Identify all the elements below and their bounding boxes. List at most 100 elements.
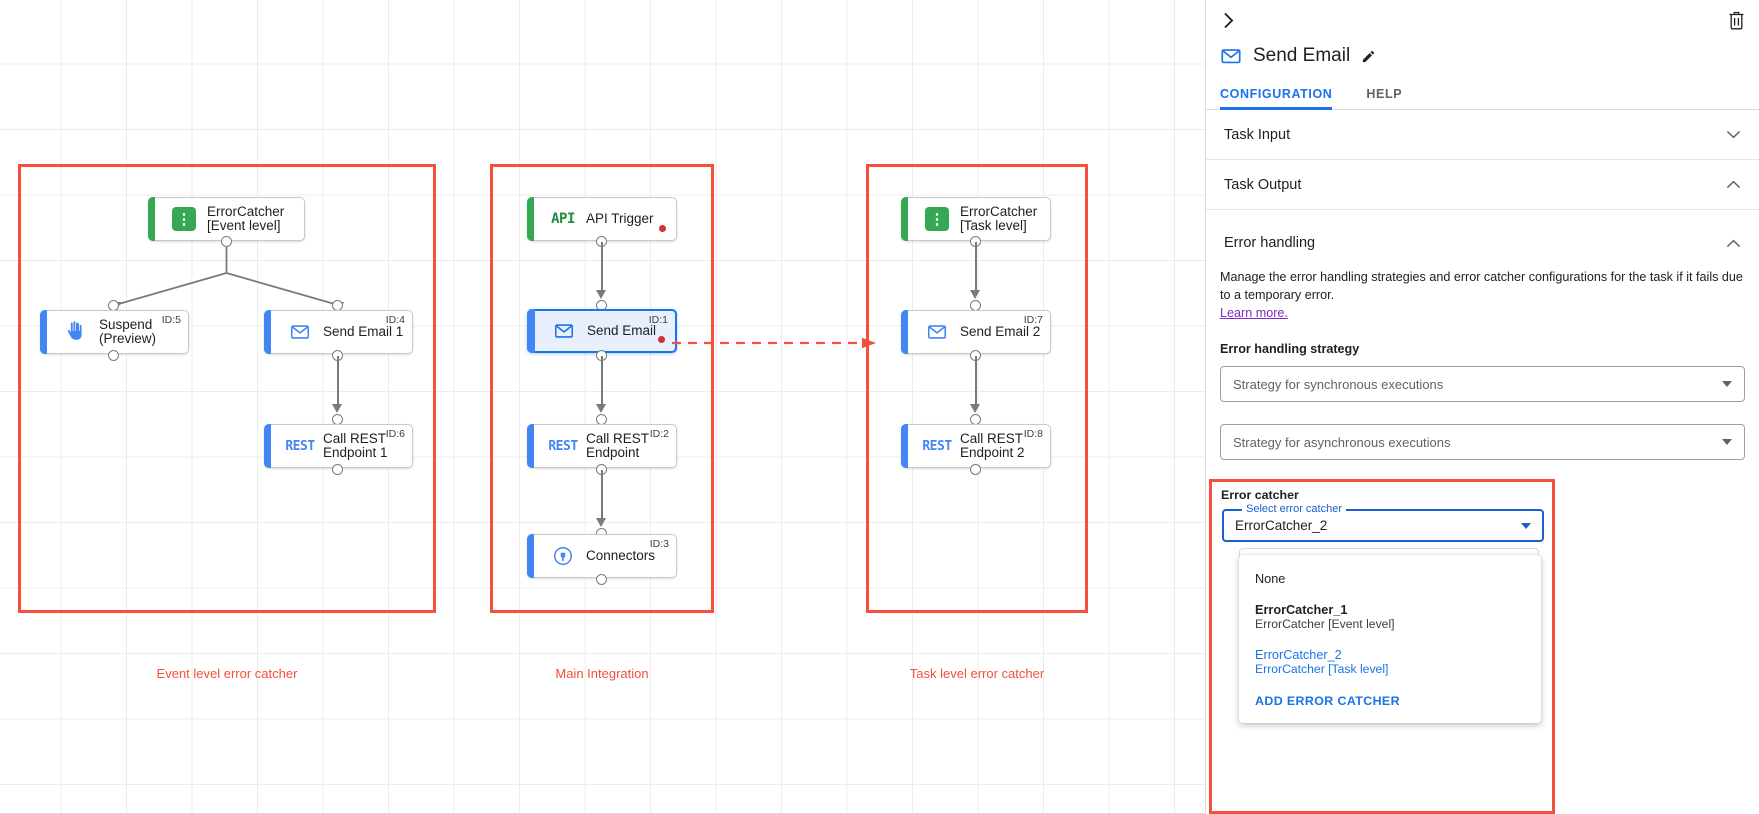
tab-help[interactable]: HELP xyxy=(1366,87,1403,101)
chevron-down-icon xyxy=(1722,439,1732,445)
menu-item-errorcatcher-1[interactable]: ErrorCatcher_1 ErrorCatcher [Event level… xyxy=(1239,591,1541,636)
node-port-out[interactable] xyxy=(970,464,981,475)
node-id: ID:4 xyxy=(385,314,405,326)
select-error-catcher-field[interactable]: Select error catcher ErrorCatcher_2 xyxy=(1222,503,1544,542)
email-icon xyxy=(924,319,950,345)
menu-item-secondary: ErrorCatcher [Task level] xyxy=(1255,662,1389,676)
node-label: Connectors xyxy=(586,548,656,563)
error-indicator-dot xyxy=(658,336,665,343)
async-strategy-select[interactable]: Strategy for asynchronous executions xyxy=(1220,424,1745,460)
node-accent-bar xyxy=(148,197,155,241)
edge-line xyxy=(601,242,603,294)
node-accent-bar xyxy=(527,424,534,468)
error-catcher-label: Error catcher xyxy=(1221,488,1299,502)
node-accent-bar xyxy=(901,424,908,468)
node-port-out[interactable] xyxy=(596,574,607,585)
node-label: Send Email 1 xyxy=(323,324,404,339)
section-error-handling[interactable]: Error handling xyxy=(1206,218,1759,268)
email-icon xyxy=(551,318,577,344)
workflow-canvas[interactable]: Event level error catcher Main Integrati… xyxy=(0,0,1205,814)
node-accent-bar xyxy=(264,424,271,468)
page-title: Send Email xyxy=(1253,45,1351,66)
node-label: Send Email xyxy=(587,323,657,338)
node-id: ID:7 xyxy=(1023,314,1043,326)
node-label: ErrorCatcher [Event level] xyxy=(207,204,285,233)
error-catcher-icon: ⋮ xyxy=(171,206,197,232)
trash-icon[interactable] xyxy=(1723,7,1749,33)
sync-strategy-value: Strategy for synchronous executions xyxy=(1233,376,1444,392)
chevron-down-icon xyxy=(1726,127,1741,142)
panel-title-row: Send Email xyxy=(1220,40,1749,72)
node-id: ID:2 xyxy=(649,428,669,440)
edge-arrow xyxy=(596,290,606,299)
node-call-rest-endpoint-2[interactable]: REST Call REST Endpoint 2 ID:8 xyxy=(901,424,1051,468)
group-caption-event-level: Event level error catcher xyxy=(156,666,298,681)
node-call-rest-endpoint[interactable]: REST Call REST Endpoint ID:2 xyxy=(527,424,677,468)
node-id: ID:1 xyxy=(648,314,668,326)
chevron-right-icon[interactable] xyxy=(1216,8,1240,32)
node-accent-bar xyxy=(901,310,908,354)
section-task-output[interactable]: Task Output xyxy=(1206,160,1759,210)
email-icon xyxy=(1220,45,1242,67)
error-catcher-icon: ⋮ xyxy=(924,206,950,232)
error-handling-strategy-label: Error handling strategy xyxy=(1220,342,1360,356)
node-label: Call REST Endpoint 2 xyxy=(960,431,1025,460)
panel-tabs: CONFIGURATION HELP xyxy=(1206,78,1759,110)
node-port-out[interactable] xyxy=(332,464,343,475)
node-api-trigger[interactable]: API API Trigger xyxy=(527,197,677,241)
node-label: API Trigger xyxy=(586,211,654,226)
edge-arrow xyxy=(970,404,980,413)
connectors-icon xyxy=(550,543,576,569)
edge-line xyxy=(975,242,977,294)
node-send-email[interactable]: Send Email ID:1 xyxy=(527,309,677,353)
error-catcher-link-arrow xyxy=(672,337,876,349)
node-accent-bar xyxy=(527,309,535,353)
section-title: Task Output xyxy=(1224,176,1302,193)
error-handling-description: Manage the error handling strategies and… xyxy=(1220,270,1743,302)
node-accent-bar xyxy=(901,197,908,241)
section-task-input[interactable]: Task Input xyxy=(1206,110,1759,160)
node-label: Send Email 2 xyxy=(960,324,1041,339)
node-send-email-2[interactable]: Send Email 2 ID:7 xyxy=(901,310,1051,354)
node-error-catcher-event-level[interactable]: ⋮ ErrorCatcher [Event level] xyxy=(148,197,305,241)
menu-item-primary: None xyxy=(1255,572,1286,586)
group-caption-main-integration: Main Integration xyxy=(555,666,649,681)
rest-icon: REST xyxy=(922,438,952,454)
node-label: Call REST Endpoint xyxy=(586,431,650,460)
menu-item-errorcatcher-2[interactable]: ErrorCatcher_2 ErrorCatcher [Task level] xyxy=(1239,636,1541,681)
node-port-out[interactable] xyxy=(221,236,232,247)
select-error-catcher-floating-label: Select error catcher xyxy=(1242,503,1346,515)
error-handling-body: Manage the error handling strategies and… xyxy=(1206,268,1759,460)
node-label: Suspend (Preview) xyxy=(99,317,157,346)
node-call-rest-endpoint-1[interactable]: REST Call REST Endpoint 1 ID:6 xyxy=(264,424,413,468)
pencil-icon[interactable] xyxy=(1361,49,1376,64)
node-suspend-preview[interactable]: Suspend (Preview) ID:5 xyxy=(40,310,189,354)
edge-arrow xyxy=(596,404,606,413)
menu-item-secondary: ErrorCatcher [Event level] xyxy=(1255,617,1395,631)
node-connectors[interactable]: Connectors ID:3 xyxy=(527,534,677,578)
chevron-down-icon xyxy=(1722,381,1732,387)
chevron-up-icon xyxy=(1726,236,1741,251)
hand-icon xyxy=(63,319,89,345)
node-accent-bar xyxy=(527,534,534,578)
node-send-email-1[interactable]: Send Email 1 ID:4 xyxy=(264,310,413,354)
learn-more-link[interactable]: Learn more. xyxy=(1220,306,1288,320)
edge-line xyxy=(975,356,977,408)
tab-configuration[interactable]: CONFIGURATION xyxy=(1220,78,1332,110)
select-error-catcher-value: ErrorCatcher_2 xyxy=(1235,518,1328,533)
node-port-out[interactable] xyxy=(108,350,119,361)
node-error-catcher-task-level[interactable]: ⋮ ErrorCatcher [Task level] xyxy=(901,197,1051,241)
add-error-catcher-button[interactable]: ADD ERROR CATCHER xyxy=(1255,694,1400,708)
node-accent-bar xyxy=(40,310,47,354)
edge-line xyxy=(337,356,339,408)
sync-strategy-select[interactable]: Strategy for synchronous executions xyxy=(1220,366,1745,402)
group-box-event-level xyxy=(18,164,436,613)
error-catcher-dropdown-menu[interactable]: None ErrorCatcher_1 ErrorCatcher [Event … xyxy=(1239,555,1541,723)
edge-arrow xyxy=(332,404,342,413)
edge-line xyxy=(601,356,603,408)
menu-item-primary: ErrorCatcher_1 xyxy=(1255,603,1348,617)
menu-item-none[interactable]: None xyxy=(1239,567,1541,591)
node-id: ID:6 xyxy=(385,428,405,440)
node-accent-bar xyxy=(264,310,271,354)
node-id: ID:5 xyxy=(161,314,181,326)
